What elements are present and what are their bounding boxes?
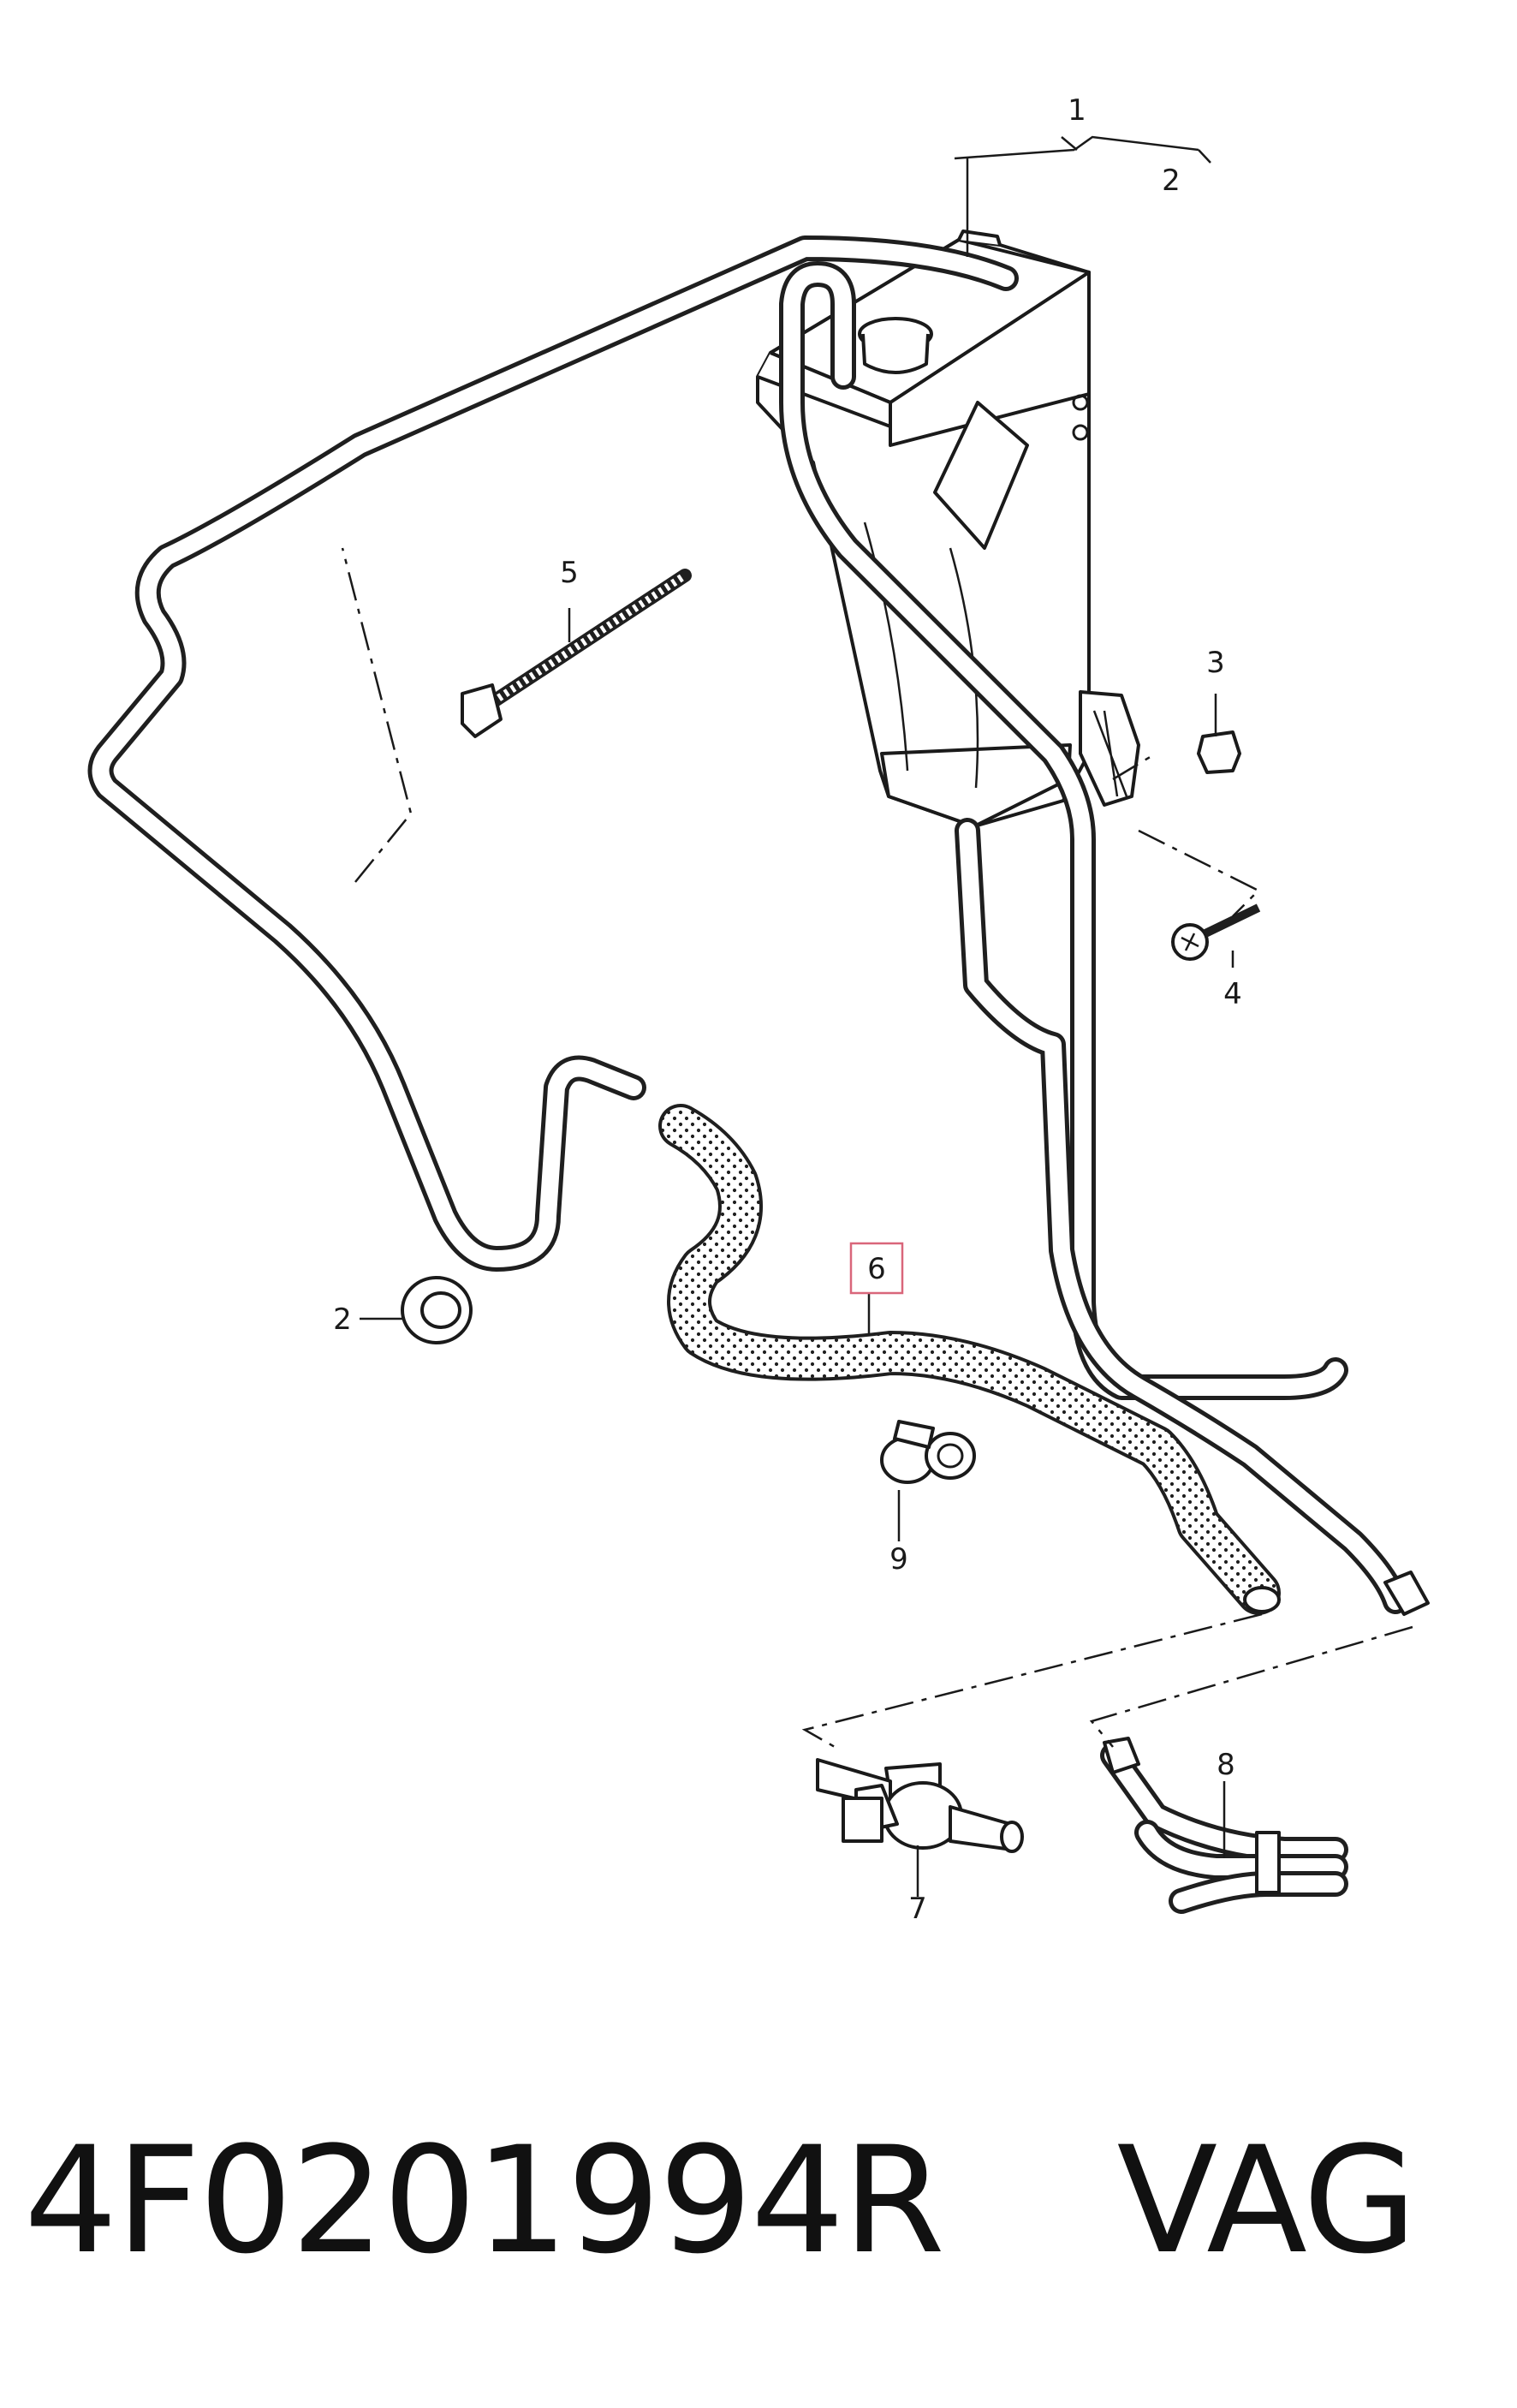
callout-3: 3 — [1206, 646, 1225, 680]
hose-clip-9 — [880, 1420, 976, 1484]
solenoid-valve-7 — [816, 1758, 1024, 1853]
purge-line — [955, 818, 1430, 1616]
callout-6: 6 — [867, 1252, 886, 1286]
clip-3 — [1197, 730, 1241, 774]
hose-bracket — [1079, 690, 1140, 807]
callout-1: 1 — [1068, 93, 1086, 128]
leader-lines — [360, 135, 1234, 1897]
callout-5: 5 — [560, 556, 579, 590]
vent-line-upper — [87, 235, 1019, 1272]
brand-name: VAG — [1116, 2114, 1418, 2286]
callout-2-top: 2 — [1162, 164, 1181, 198]
footer-caption: 4F0201994R VAG — [24, 2072, 1514, 2329]
assembly-lines — [341, 547, 1413, 1749]
callout-2-left: 2 — [333, 1302, 352, 1337]
callout-9: 9 — [889, 1542, 908, 1577]
cable-tie — [461, 569, 692, 738]
grommet-2 — [401, 1276, 473, 1344]
hose-6 — [658, 1104, 1281, 1615]
callout-7: 7 — [908, 1892, 927, 1926]
callout-4: 4 — [1223, 977, 1242, 1011]
callout-8: 8 — [1217, 1748, 1235, 1782]
connector-8 — [1100, 1737, 1348, 1914]
screw-4 — [1171, 903, 1261, 961]
part-number: 4F0201994R — [24, 2114, 945, 2286]
callout-6-box — [849, 1242, 904, 1295]
